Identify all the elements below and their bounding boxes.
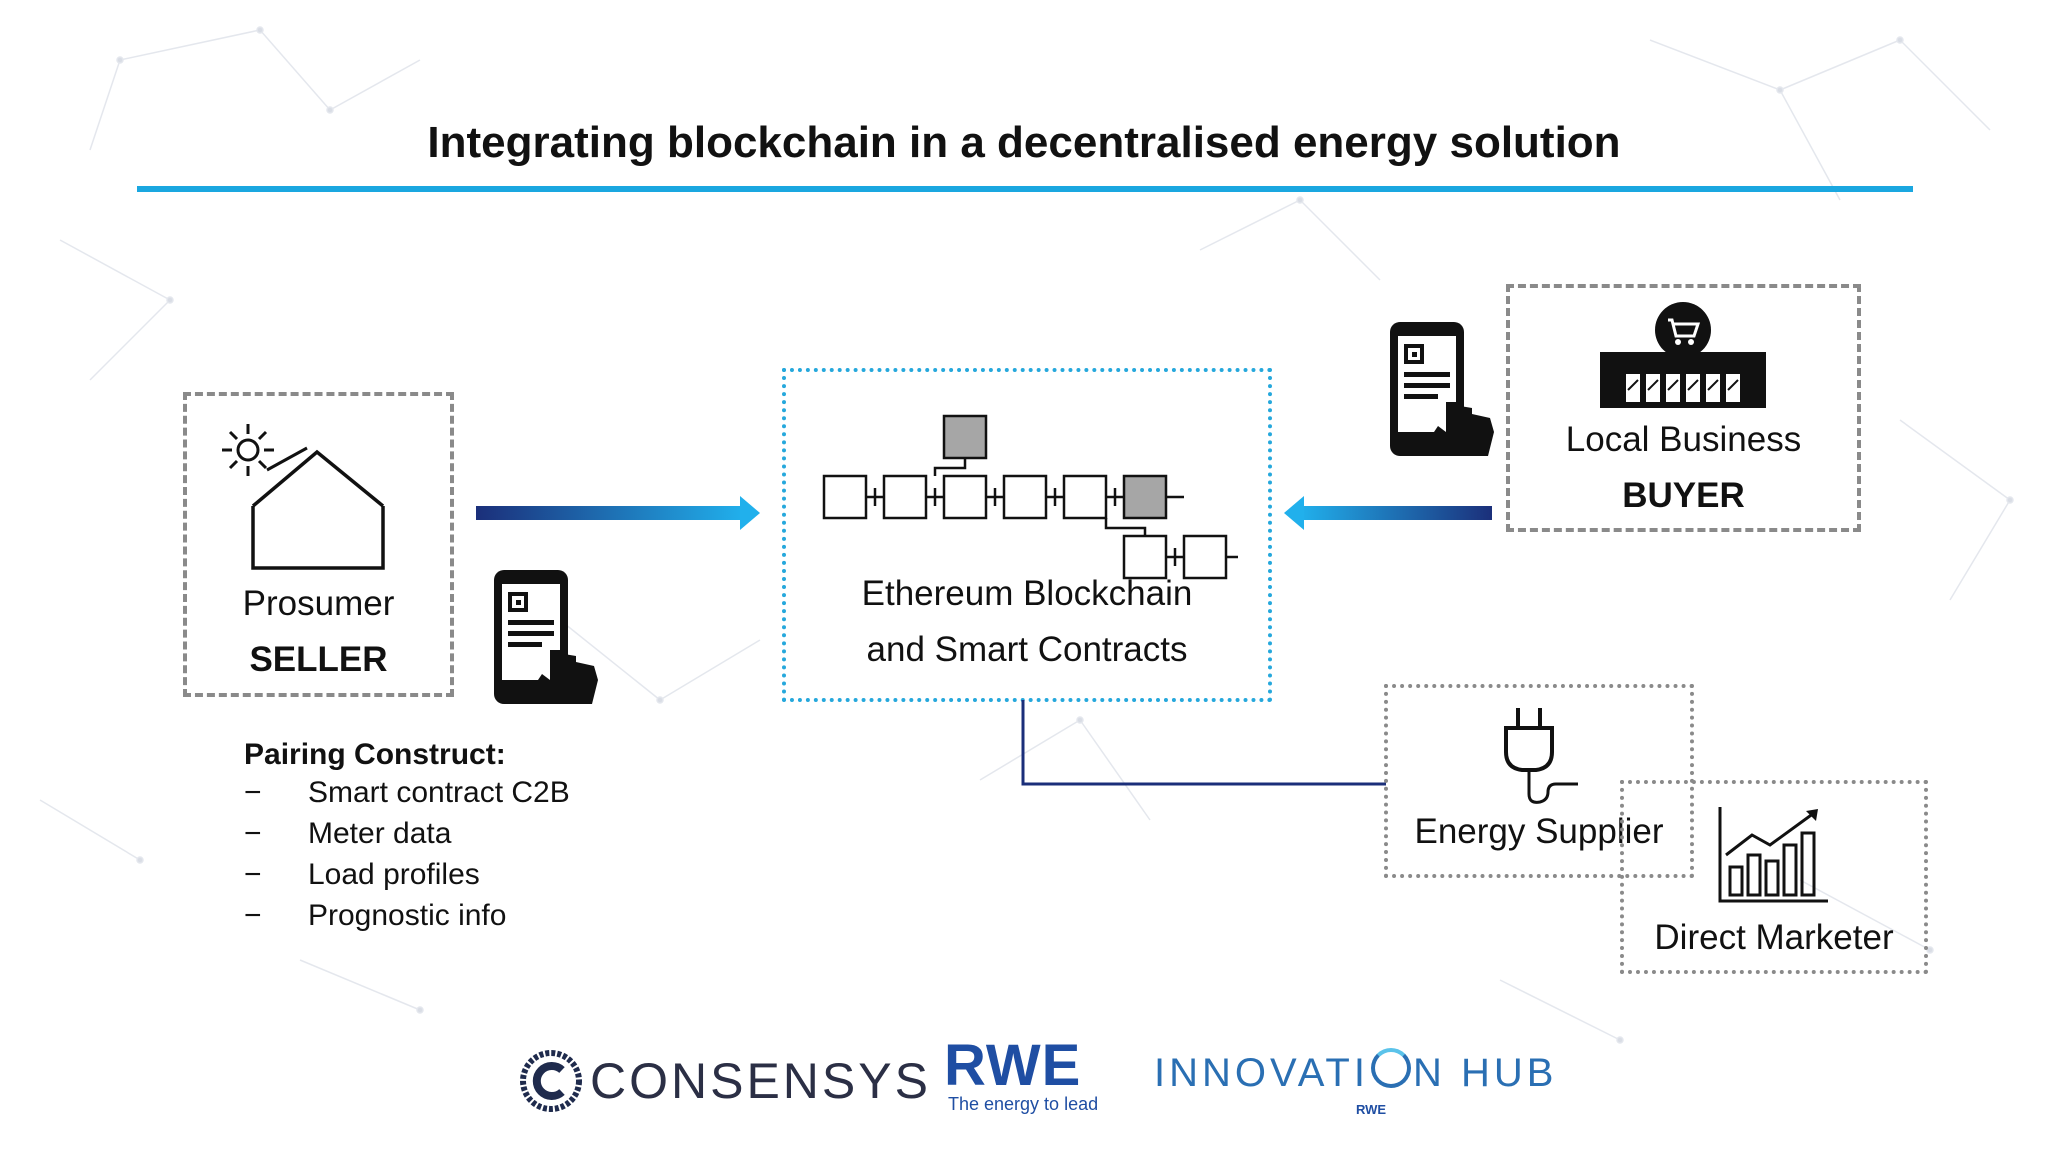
buyer-label: BUYER <box>1622 476 1745 515</box>
buyer-box <box>1506 284 1861 532</box>
growth-chart-icon <box>1718 807 1828 903</box>
smartphone-tap-icon <box>494 570 598 704</box>
blockchain-label-line2: and Smart Contracts <box>866 630 1188 669</box>
title-underline <box>137 186 1913 192</box>
list-item: − Smart contract C2B <box>244 776 570 809</box>
consensys-logo-icon <box>520 1050 582 1112</box>
list-item: − Prognostic info <box>244 899 507 932</box>
smartphone-tap-icon <box>1390 322 1494 456</box>
rwe-tagline: The energy to lead <box>948 1094 1099 1114</box>
hub-o-icon <box>1370 1048 1411 1088</box>
seller-label: SELLER <box>249 640 388 679</box>
blockchain-box <box>782 368 1272 702</box>
direct-marketer-label: Direct Marketer <box>1654 918 1894 957</box>
shop-cart-icon <box>1600 302 1766 408</box>
seller-box <box>183 392 454 697</box>
plug-icon <box>1504 708 1578 804</box>
house-icon <box>251 446 385 570</box>
innovation-hub-sub: RWE <box>1356 1102 1387 1117</box>
list-item: − Load profiles <box>244 858 480 891</box>
blockchain-label-line1: Ethereum Blockchain <box>861 574 1193 613</box>
list-item: − Meter data <box>244 817 452 850</box>
buyer-role: Local Business <box>1565 420 1802 459</box>
seller-role: Prosumer <box>242 584 395 623</box>
sun-icon <box>222 424 274 476</box>
rwe-logo: RWE <box>944 1033 1082 1098</box>
arrow-seller-to-blockchain <box>476 496 760 530</box>
connector-line <box>1021 700 1386 786</box>
page-title: Integrating blockchain in a decentralise… <box>427 118 1621 167</box>
consensys-logo: CONSENSYS <box>590 1053 931 1109</box>
blockchain-icon <box>822 414 1238 580</box>
pairing-list: − Smart contract C2B − Meter data − Load… <box>240 776 640 940</box>
pairing-heading: Pairing Construct: <box>244 738 506 771</box>
direct-marketer-box <box>1620 780 1928 974</box>
arrow-buyer-to-blockchain <box>1284 496 1492 530</box>
